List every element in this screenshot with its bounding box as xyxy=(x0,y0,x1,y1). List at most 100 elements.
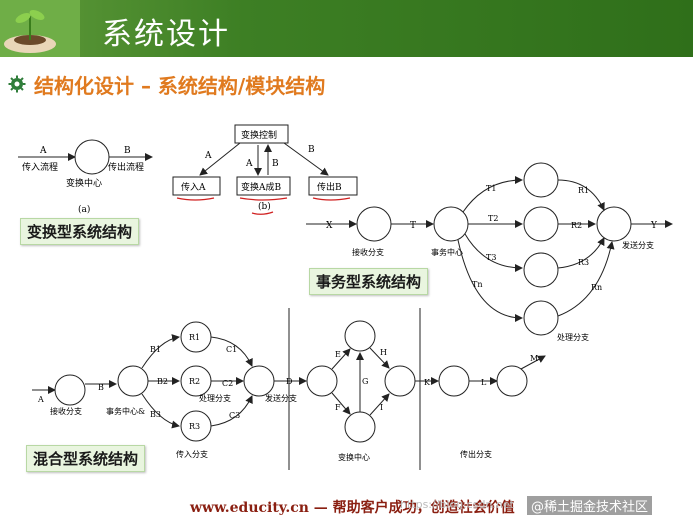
edge-t1 xyxy=(462,176,523,213)
label-h-h: H xyxy=(380,348,387,357)
edge-tn xyxy=(457,239,523,322)
label-h-r3: R3 xyxy=(189,422,200,431)
node-h-send xyxy=(243,365,275,397)
page-title: 系统设计 xyxy=(102,17,230,52)
label-transform-control: 变换控制 xyxy=(241,129,277,141)
node-process-1 xyxy=(523,162,559,198)
label-edge-b2: B xyxy=(308,145,315,155)
edge-h-m xyxy=(520,355,546,370)
underline-transform xyxy=(239,197,288,201)
label-input-a: 传入A xyxy=(181,181,206,193)
label-h-r2: R2 xyxy=(189,377,200,386)
underline-caption-b xyxy=(251,211,274,215)
label-process: 处理分支 xyxy=(557,332,589,342)
label-r3: R3 xyxy=(578,258,589,267)
edge-h-b3 xyxy=(141,393,180,429)
label-y: Y xyxy=(650,221,658,231)
slide-header: 系统设计 xyxy=(0,0,693,57)
label-h-transform: 变换中心 xyxy=(338,452,370,462)
label-x: X xyxy=(326,221,333,231)
label-h-b: B xyxy=(98,383,104,392)
edge-r1 xyxy=(557,179,605,211)
label-t1: T1 xyxy=(486,184,496,193)
label-output-b: 传出B xyxy=(317,181,342,193)
node-h-tx-center xyxy=(117,365,149,397)
label-t2: T2 xyxy=(488,214,498,223)
edge-h-e xyxy=(331,348,351,370)
label-h-c1: C1 xyxy=(226,345,237,354)
label-h-e: E xyxy=(335,350,341,359)
edge-t3 xyxy=(464,233,523,272)
node-process-2 xyxy=(523,206,559,242)
node-h-bottom xyxy=(344,411,376,443)
label-transform-ab: 变换A成B xyxy=(241,181,281,193)
box-input-a xyxy=(172,176,221,196)
box-transform-control xyxy=(234,124,289,144)
edge-control-input xyxy=(199,142,241,176)
label-r1: R1 xyxy=(578,186,589,195)
label-h-b3: B3 xyxy=(150,410,161,419)
label-h-f: F xyxy=(335,403,341,412)
label-rn: Rn xyxy=(591,283,602,292)
edge-h-c3 xyxy=(210,395,253,427)
label-hybrid-structure: 混合型系统结构 xyxy=(26,445,146,472)
label-h-d: D xyxy=(286,377,292,386)
seedling-logo-icon xyxy=(0,0,80,57)
node-h-out-1 xyxy=(438,365,470,397)
node-process-n xyxy=(523,300,559,336)
label-edge-a2: A xyxy=(245,159,253,169)
footer-watermark: @稀土掘金技术社区 xyxy=(527,496,653,515)
edge-h-c1 xyxy=(210,336,253,367)
label-h-receive: 接收分支 xyxy=(50,406,82,416)
node-h-right xyxy=(384,365,416,397)
label-b-out: B xyxy=(124,146,131,156)
label-t: T xyxy=(410,221,416,231)
label-t3: T3 xyxy=(486,253,496,262)
gear-bullet-icon xyxy=(8,75,26,93)
edge-r3 xyxy=(557,237,605,269)
node-transaction-center xyxy=(433,206,469,242)
edge-h-b1 xyxy=(141,334,180,369)
node-h-receive xyxy=(54,374,86,406)
edge-rn xyxy=(557,241,615,317)
label-r2: R2 xyxy=(571,221,582,230)
label-h-b2: B2 xyxy=(157,377,168,386)
label-edge-b1: B xyxy=(272,159,279,169)
edge-control-output xyxy=(283,142,329,176)
label-h-i: I xyxy=(380,403,383,412)
node-send xyxy=(596,206,632,242)
node-h-out-2 xyxy=(496,365,528,397)
label-transform-structure: 变换型系统结构 xyxy=(20,218,140,245)
transaction-diagram: X T 接收分支 事务中心 Y T1 T2 T3 Tn R1 R2 R3 Rn … xyxy=(306,162,673,342)
node-h-top xyxy=(344,320,376,352)
footer-slogan: www.educity.cn — 帮助客户成功，创造社会价值 xyxy=(190,500,515,516)
label-transaction-structure: 事务型系统结构 xyxy=(309,268,429,295)
label-h-b1: B1 xyxy=(150,345,161,354)
label-h-g: G xyxy=(362,377,368,386)
label-h-k: K xyxy=(424,378,431,387)
label-h-l: L xyxy=(481,378,487,387)
underline-input xyxy=(176,197,215,201)
node-receive xyxy=(356,206,392,242)
label-h-send: 发送分支 xyxy=(265,393,297,403)
label-receive: 接收分支 xyxy=(352,247,384,257)
box-output-b xyxy=(308,176,358,196)
node-h-d-target xyxy=(306,365,338,397)
label-in-flow: 传入流程 xyxy=(22,161,58,173)
label-h-tx-center: 事务中心& xyxy=(106,406,145,416)
label-h-c2: C2 xyxy=(222,379,233,388)
label-h-a: A xyxy=(37,395,44,404)
label-h-incoming: 传入分支 xyxy=(176,449,208,459)
label-transaction-center: 事务中心 xyxy=(431,247,463,257)
label-h-m: M xyxy=(530,354,538,363)
slide-footer: www.educity.cn — 帮助客户成功，创造社会价值 https://b… xyxy=(0,492,693,519)
edge-h-f xyxy=(331,392,351,415)
label-h-r1: R1 xyxy=(189,333,200,342)
node-transform-center-a xyxy=(74,139,110,175)
label-edge-a1: A xyxy=(204,151,212,161)
hybrid-diagram: A B R1 R2 R3 B1 B2 B3 C1 C2 C3 D xyxy=(32,308,546,470)
box-transform-ab xyxy=(236,176,291,196)
section-heading: 结构化设计 – 系统结构/模块结构 xyxy=(8,69,325,99)
label-h-outgoing: 传出分支 xyxy=(460,449,492,459)
